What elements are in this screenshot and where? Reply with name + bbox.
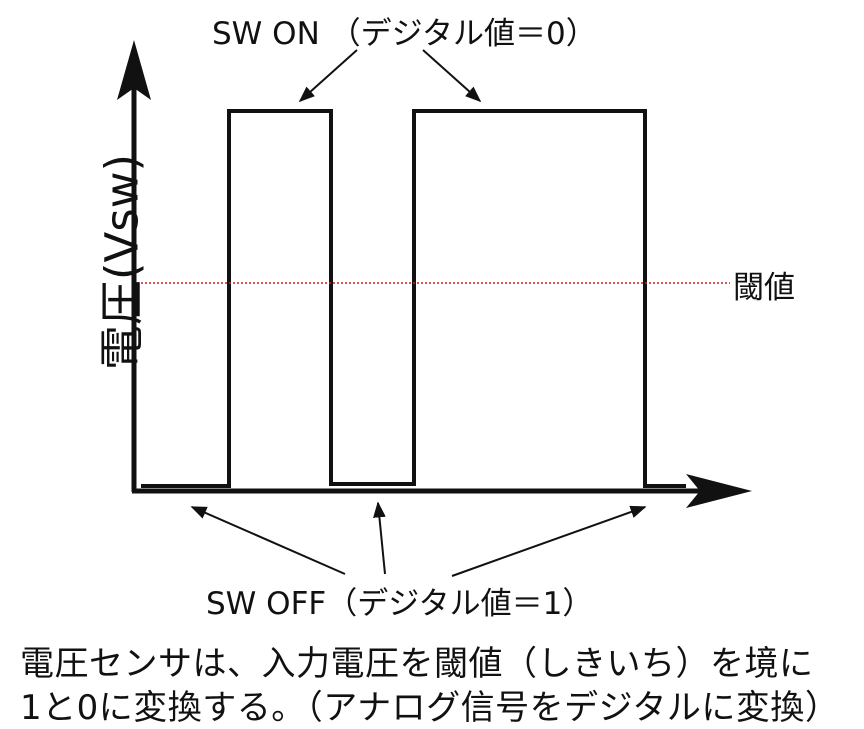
off-arrow-right: [451, 505, 647, 577]
on-arrow-right: [422, 49, 482, 103]
y-axis-label: 電圧(Vsw): [95, 153, 149, 371]
y-axis-arrowhead: [117, 40, 151, 100]
description-line-1: 電圧センサは、入力電圧を閾値（しきいち）を境に: [20, 644, 814, 684]
description-line-2: 1と0に変換する。（アナログ信号をデジタルに変換）: [20, 688, 840, 728]
sw-on-label: SW ON （デジタル値＝0）: [212, 16, 597, 52]
off-arrow-left: [190, 506, 346, 575]
off-arrow-center: [373, 501, 386, 575]
on-arrow-left: [298, 49, 358, 103]
signal-waveform: [141, 109, 686, 488]
threshold-label: 閾値: [733, 270, 795, 306]
sw-off-label: SW OFF（デジタル値＝1）: [206, 586, 594, 622]
x-axis-arrowhead: [686, 474, 752, 508]
